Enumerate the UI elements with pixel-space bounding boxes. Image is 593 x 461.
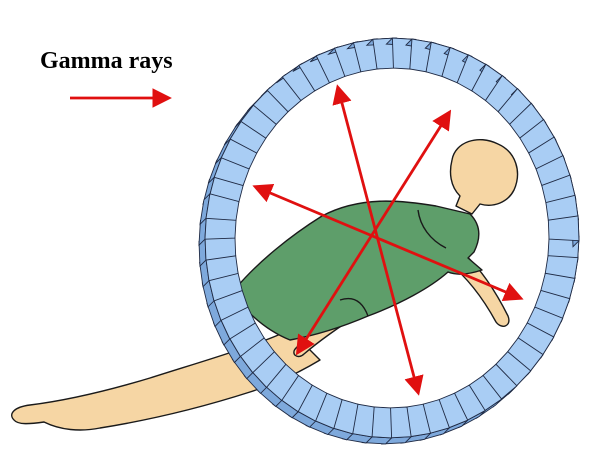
patient-head bbox=[451, 140, 518, 214]
patient-gown bbox=[236, 201, 482, 340]
gamma-rays-label: Gamma rays bbox=[40, 48, 173, 75]
